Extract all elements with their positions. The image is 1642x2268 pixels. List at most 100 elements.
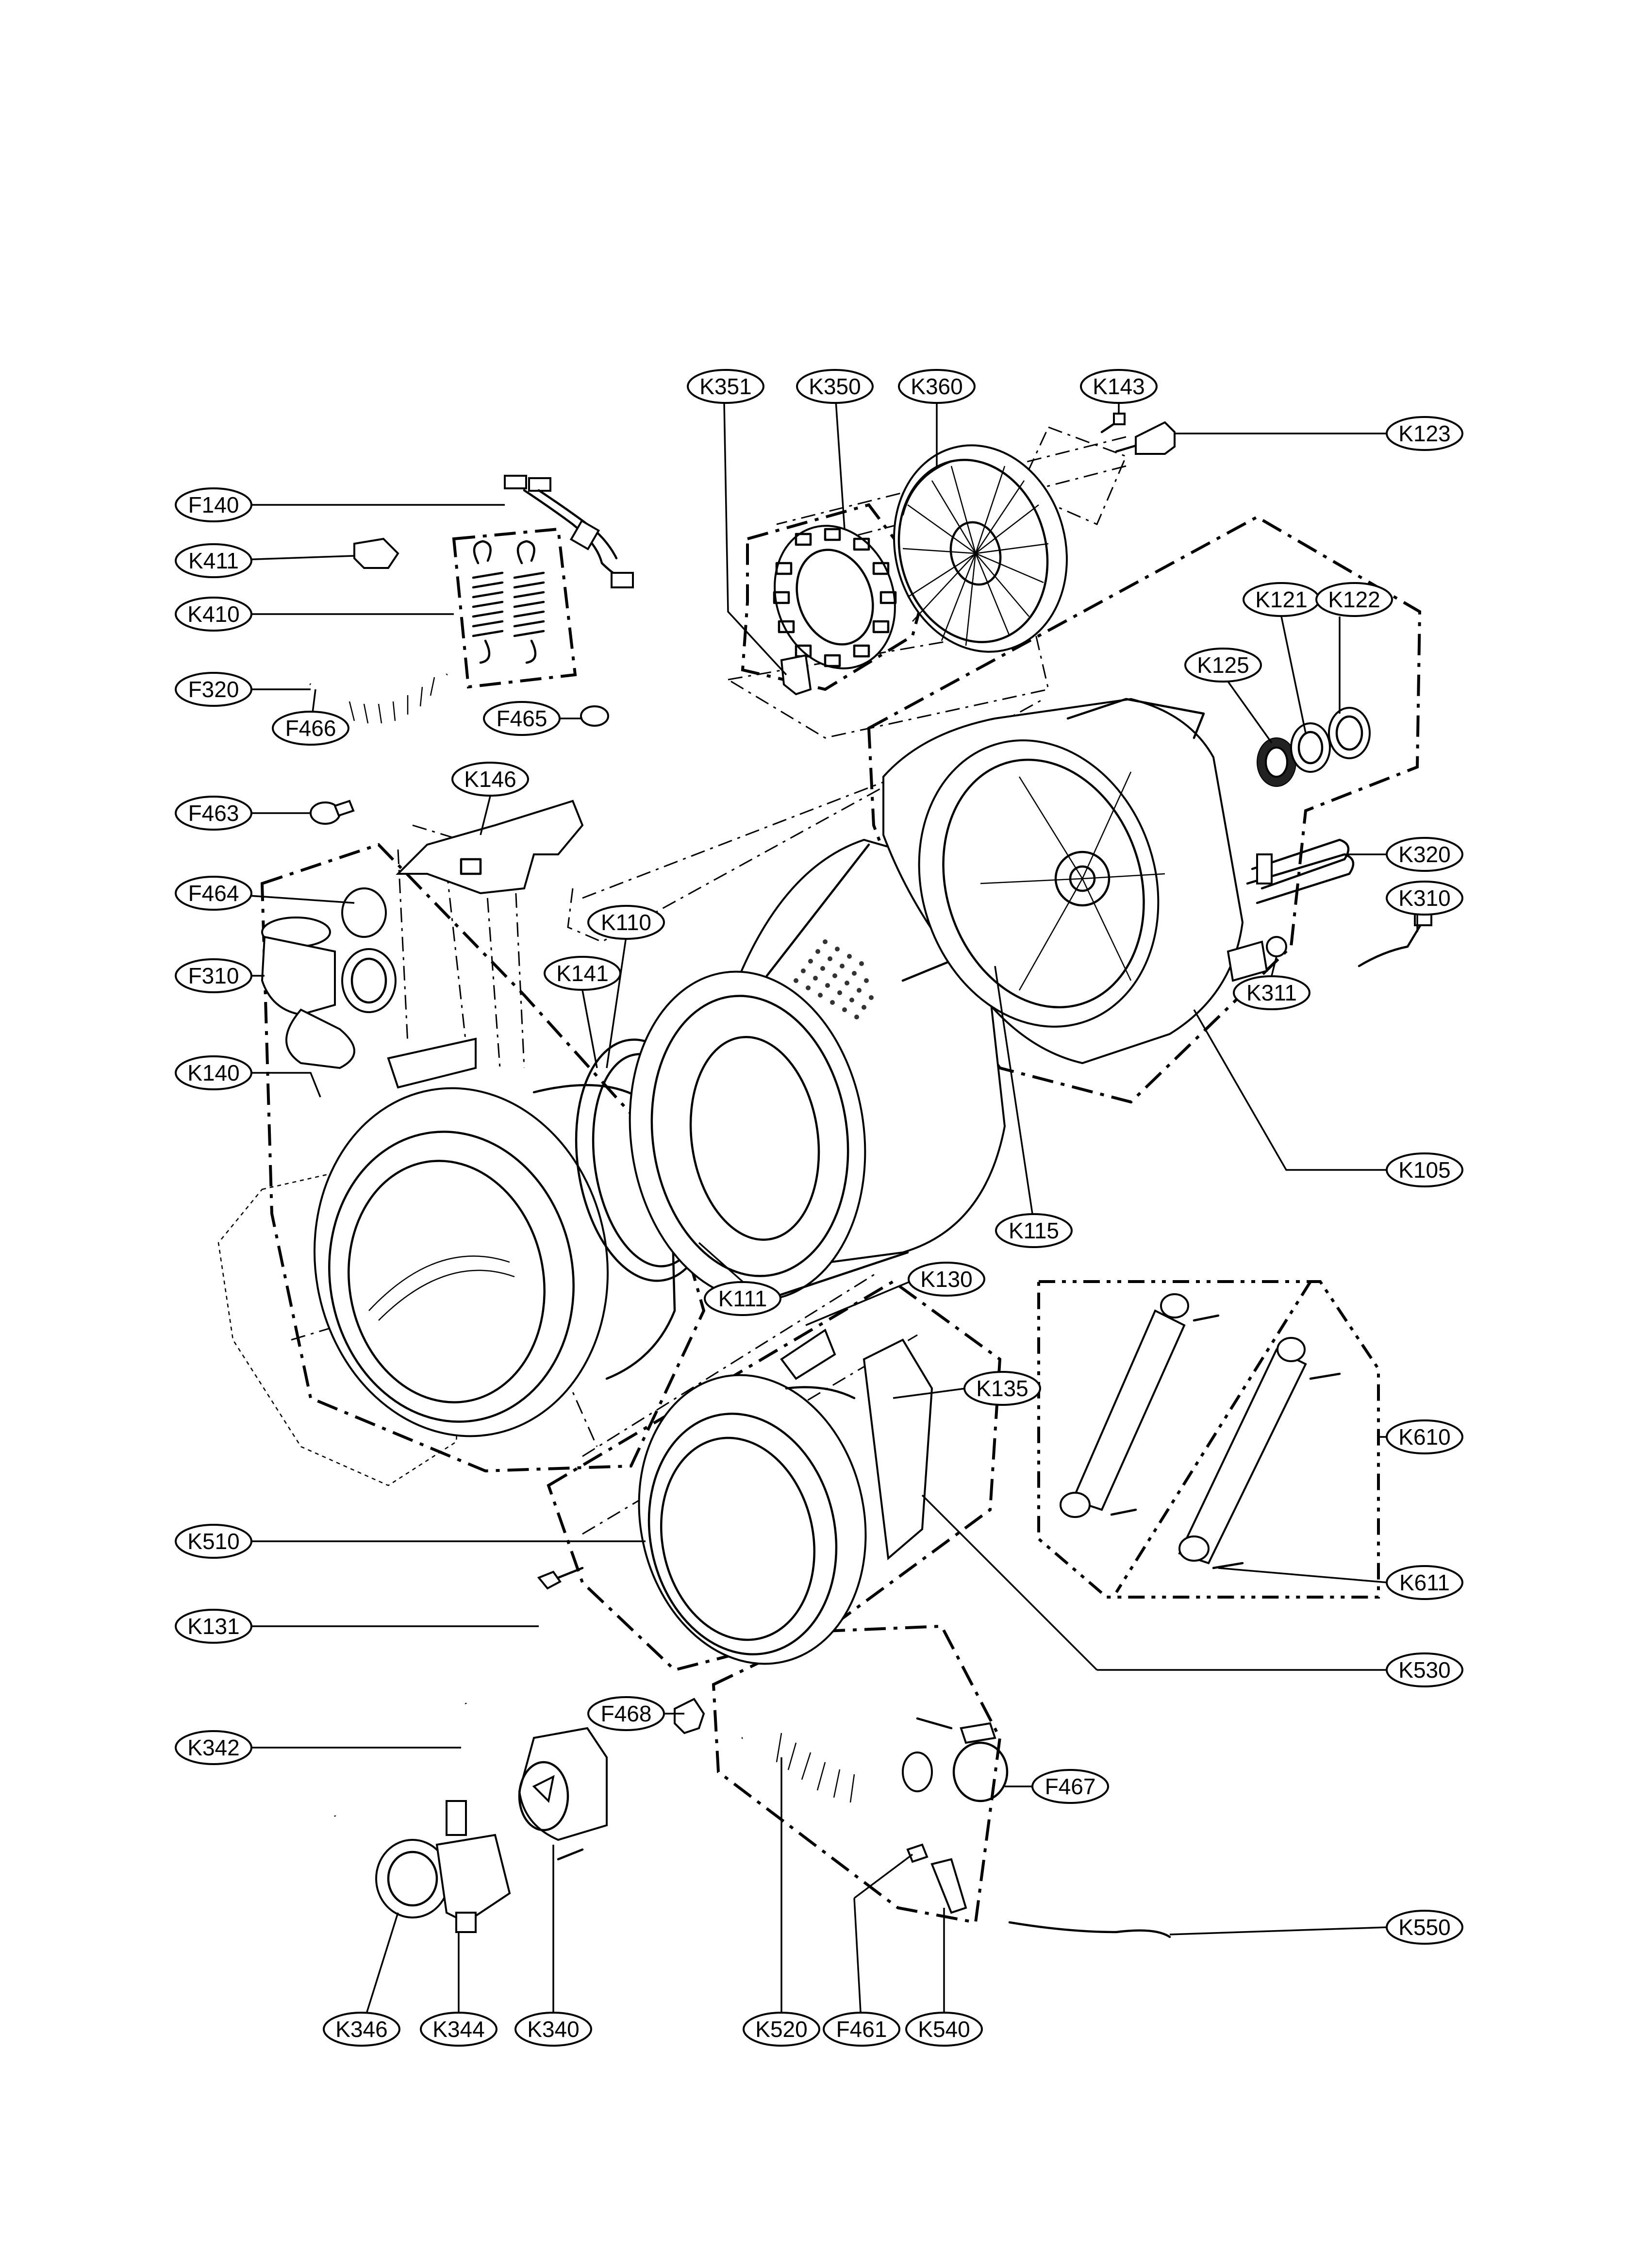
svg-text:K140: K140 [187,1060,239,1085]
bearings-drawing [1257,707,1371,787]
label-F320: F320 [175,672,252,707]
label-F461: F461 [823,2012,900,2047]
part-drawings [261,413,1432,1938]
tub-drain-hose-drawing [738,1721,933,1803]
label-K342: K342 [175,1730,252,1765]
svg-text:K115: K115 [1009,1218,1059,1243]
gasket-drawing [638,1328,933,1665]
wire-drawing [1008,1921,1171,1938]
label-K141: K141 [544,956,621,991]
label-K135: K135 [963,1371,1041,1406]
svg-text:K143: K143 [1093,374,1144,399]
springs-drawing [472,540,545,664]
svg-text:K610: K610 [1398,1424,1450,1450]
svg-text:F140: F140 [188,492,239,517]
tub-back-drawing [882,698,1244,1065]
label-K410: K410 [175,597,252,632]
svg-text:F466: F466 [285,716,336,741]
svg-text:F310: F310 [188,963,239,988]
label-K131: K131 [175,1609,252,1644]
svg-text:F465: F465 [497,706,547,731]
pump-motor-drawing [518,1727,608,1861]
hose-drawing [306,669,452,724]
label-K110: K110 [587,905,665,940]
ring-drawing [341,887,387,938]
svg-text:K530: K530 [1398,1657,1450,1683]
svg-text:F467: F467 [1045,1774,1096,1799]
svg-text:K342: K342 [187,1735,239,1760]
hose-clamp-drawing [916,1717,1009,1802]
cover-drawing [396,800,584,895]
drum-drawing [629,838,1006,1301]
label-K351: K351 [687,369,764,404]
label-K411: K411 [175,543,252,578]
stator-drawing [773,525,897,669]
svg-text:K105: K105 [1398,1157,1450,1183]
svg-text:F320: F320 [188,677,239,702]
label-F310: F310 [175,958,252,993]
label-K346: K346 [323,2012,400,2047]
label-K540: K540 [905,2012,983,2047]
svg-text:F468: F468 [601,1701,652,1726]
clip-drawing [353,537,399,569]
part-labels: K351 K350 K360 K143 K123 F140 K411 K410 … [175,369,1463,2047]
pump-housing-drawing [375,1800,511,1933]
label-K125: K125 [1184,648,1262,683]
svg-text:K410: K410 [187,601,239,627]
svg-text:K346: K346 [335,2017,387,2042]
hall-sensor-drawing [780,654,812,696]
label-K140: K140 [175,1055,252,1090]
label-K111: K111 [704,1281,781,1316]
label-F140: F140 [175,487,252,522]
svg-text:K121: K121 [1255,587,1307,612]
label-F463: F463 [175,796,252,831]
elbow-drawing [674,1698,705,1734]
svg-text:K344: K344 [432,2017,484,2042]
svg-text:K110: K110 [601,910,651,935]
dampers-drawing [1060,1293,1341,1569]
svg-text:F463: F463 [188,800,239,826]
label-F466: F466 [272,711,349,746]
svg-text:K340: K340 [527,2017,579,2042]
label-K510: K510 [175,1524,252,1559]
svg-text:F461: F461 [836,2017,887,2042]
dispenser-hose-drawing [261,917,397,1069]
svg-text:K122: K122 [1328,587,1380,612]
screw-drawing [537,1567,584,1590]
label-F465: F465 [483,701,561,736]
label-K344: K344 [420,2012,498,2047]
svg-text:K360: K360 [911,374,962,399]
label-K340: K340 [514,2012,592,2047]
thermistor-drawing [1227,912,1432,982]
svg-text:K510: K510 [187,1529,239,1554]
label-K121: K121 [1243,582,1320,617]
rotor-drawing [893,444,1068,653]
bolt-drawings [1100,413,1176,455]
label-K123: K123 [1386,416,1463,451]
svg-text:K611: K611 [1399,1570,1450,1595]
label-F467: F467 [1031,1769,1109,1804]
svg-text:K131: K131 [187,1614,239,1639]
label-K122: K122 [1315,582,1393,617]
label-K520: K520 [743,2012,820,2047]
svg-text:K550: K550 [1398,1915,1450,1940]
label-K350: K350 [796,369,874,404]
label-K130: K130 [908,1262,985,1297]
svg-text:K350: K350 [809,374,861,399]
svg-text:K135: K135 [976,1376,1028,1401]
label-K311: K311 [1233,975,1310,1010]
label-K143: K143 [1080,369,1158,404]
label-K115: K115 [995,1213,1073,1248]
svg-text:K351: K351 [699,374,751,399]
svg-text:K310: K310 [1398,885,1450,911]
label-K310: K310 [1386,881,1463,916]
harness-drawing [504,475,634,588]
label-K530: K530 [1386,1652,1463,1687]
label-F464: F464 [175,876,252,911]
svg-text:K411: K411 [188,548,239,573]
label-K550: K550 [1386,1910,1463,1945]
tub-front-drawing [314,1037,676,1437]
label-K611: K611 [1386,1565,1463,1600]
label-K320: K320 [1386,837,1463,872]
